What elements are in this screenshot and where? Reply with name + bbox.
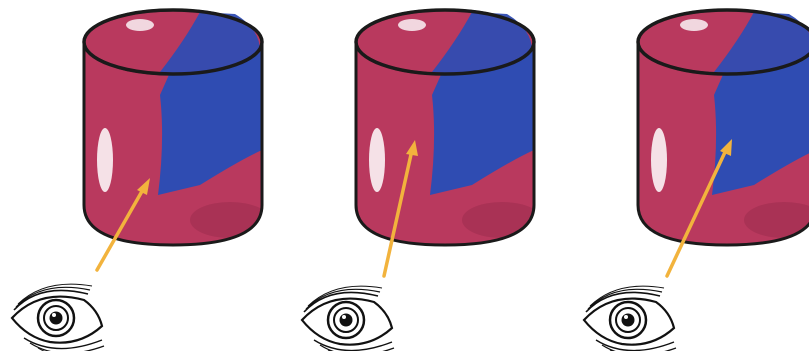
eye-icon	[302, 286, 396, 351]
eye-icon	[584, 286, 678, 351]
panel-1	[0, 0, 270, 351]
cylinder-figure-3	[554, 0, 809, 351]
eye-icon	[12, 284, 106, 351]
panel-3	[554, 0, 809, 351]
panel-2	[272, 0, 542, 351]
cylinder-figure-1	[0, 0, 270, 351]
cylinder-figure-2	[272, 0, 542, 351]
